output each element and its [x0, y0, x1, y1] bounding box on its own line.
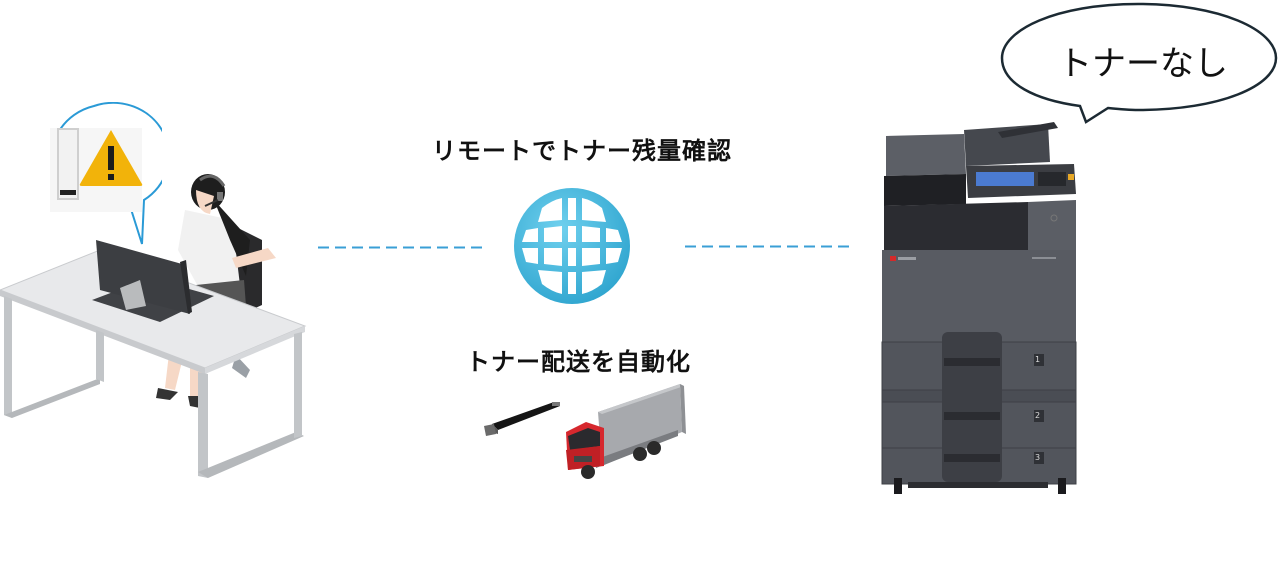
no-toner-text: トナーなし: [1058, 44, 1228, 84]
connector-left-dashed: [318, 246, 484, 249]
printer-speech-bubble: トナーなし: [996, 0, 1280, 126]
globe-icon: [512, 186, 632, 306]
connector-right-dashed: [685, 245, 850, 248]
multifunction-printer: 1 2 3: [878, 122, 1082, 496]
brand-logo-mark: [890, 256, 896, 261]
support-operator-illustration: [0, 174, 307, 478]
tray-number-1: 1: [1035, 355, 1041, 364]
toner-cartridge-icon: [480, 398, 562, 438]
operator-scene: [0, 100, 320, 490]
toner-level-low-icon: [57, 128, 79, 200]
tray-number-3: 3: [1035, 453, 1041, 462]
warning-icon: [78, 128, 144, 188]
auto-toner-delivery-label: トナー配送を自動化: [466, 348, 691, 376]
delivery-truck-icon: [560, 380, 692, 480]
remote-toner-check-label: リモートでトナー残量確認: [432, 137, 732, 165]
tray-number-2: 2: [1035, 411, 1041, 420]
